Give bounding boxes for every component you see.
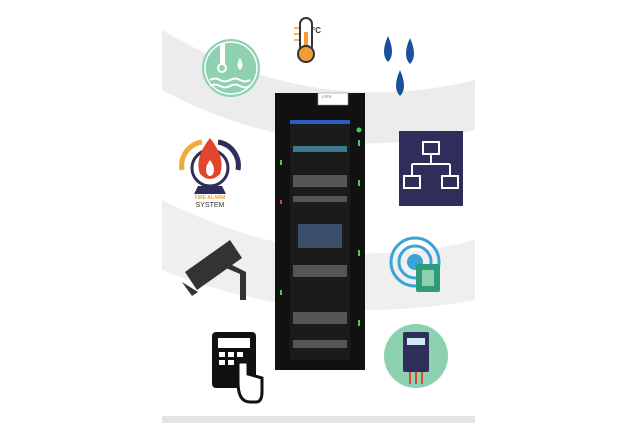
water-drops-icon [384,36,414,96]
rack-label: LTP3 [322,94,332,99]
temperature-unit: °C [312,26,321,35]
power-meter-icon [384,324,448,388]
network-icon [399,131,463,206]
fire-alarm-title: FIRE ALARM [194,195,226,201]
rfid-access-icon [389,236,441,292]
cctv-camera-icon [182,240,246,300]
thermometer-icon [294,17,315,63]
fire-alarm-icon [179,138,241,194]
water-leak-sensor-icon [202,39,260,97]
fire-alarm-subtitle: SYSTEM [195,202,225,209]
server-rack [275,92,365,370]
access-keypad-icon [212,332,264,404]
